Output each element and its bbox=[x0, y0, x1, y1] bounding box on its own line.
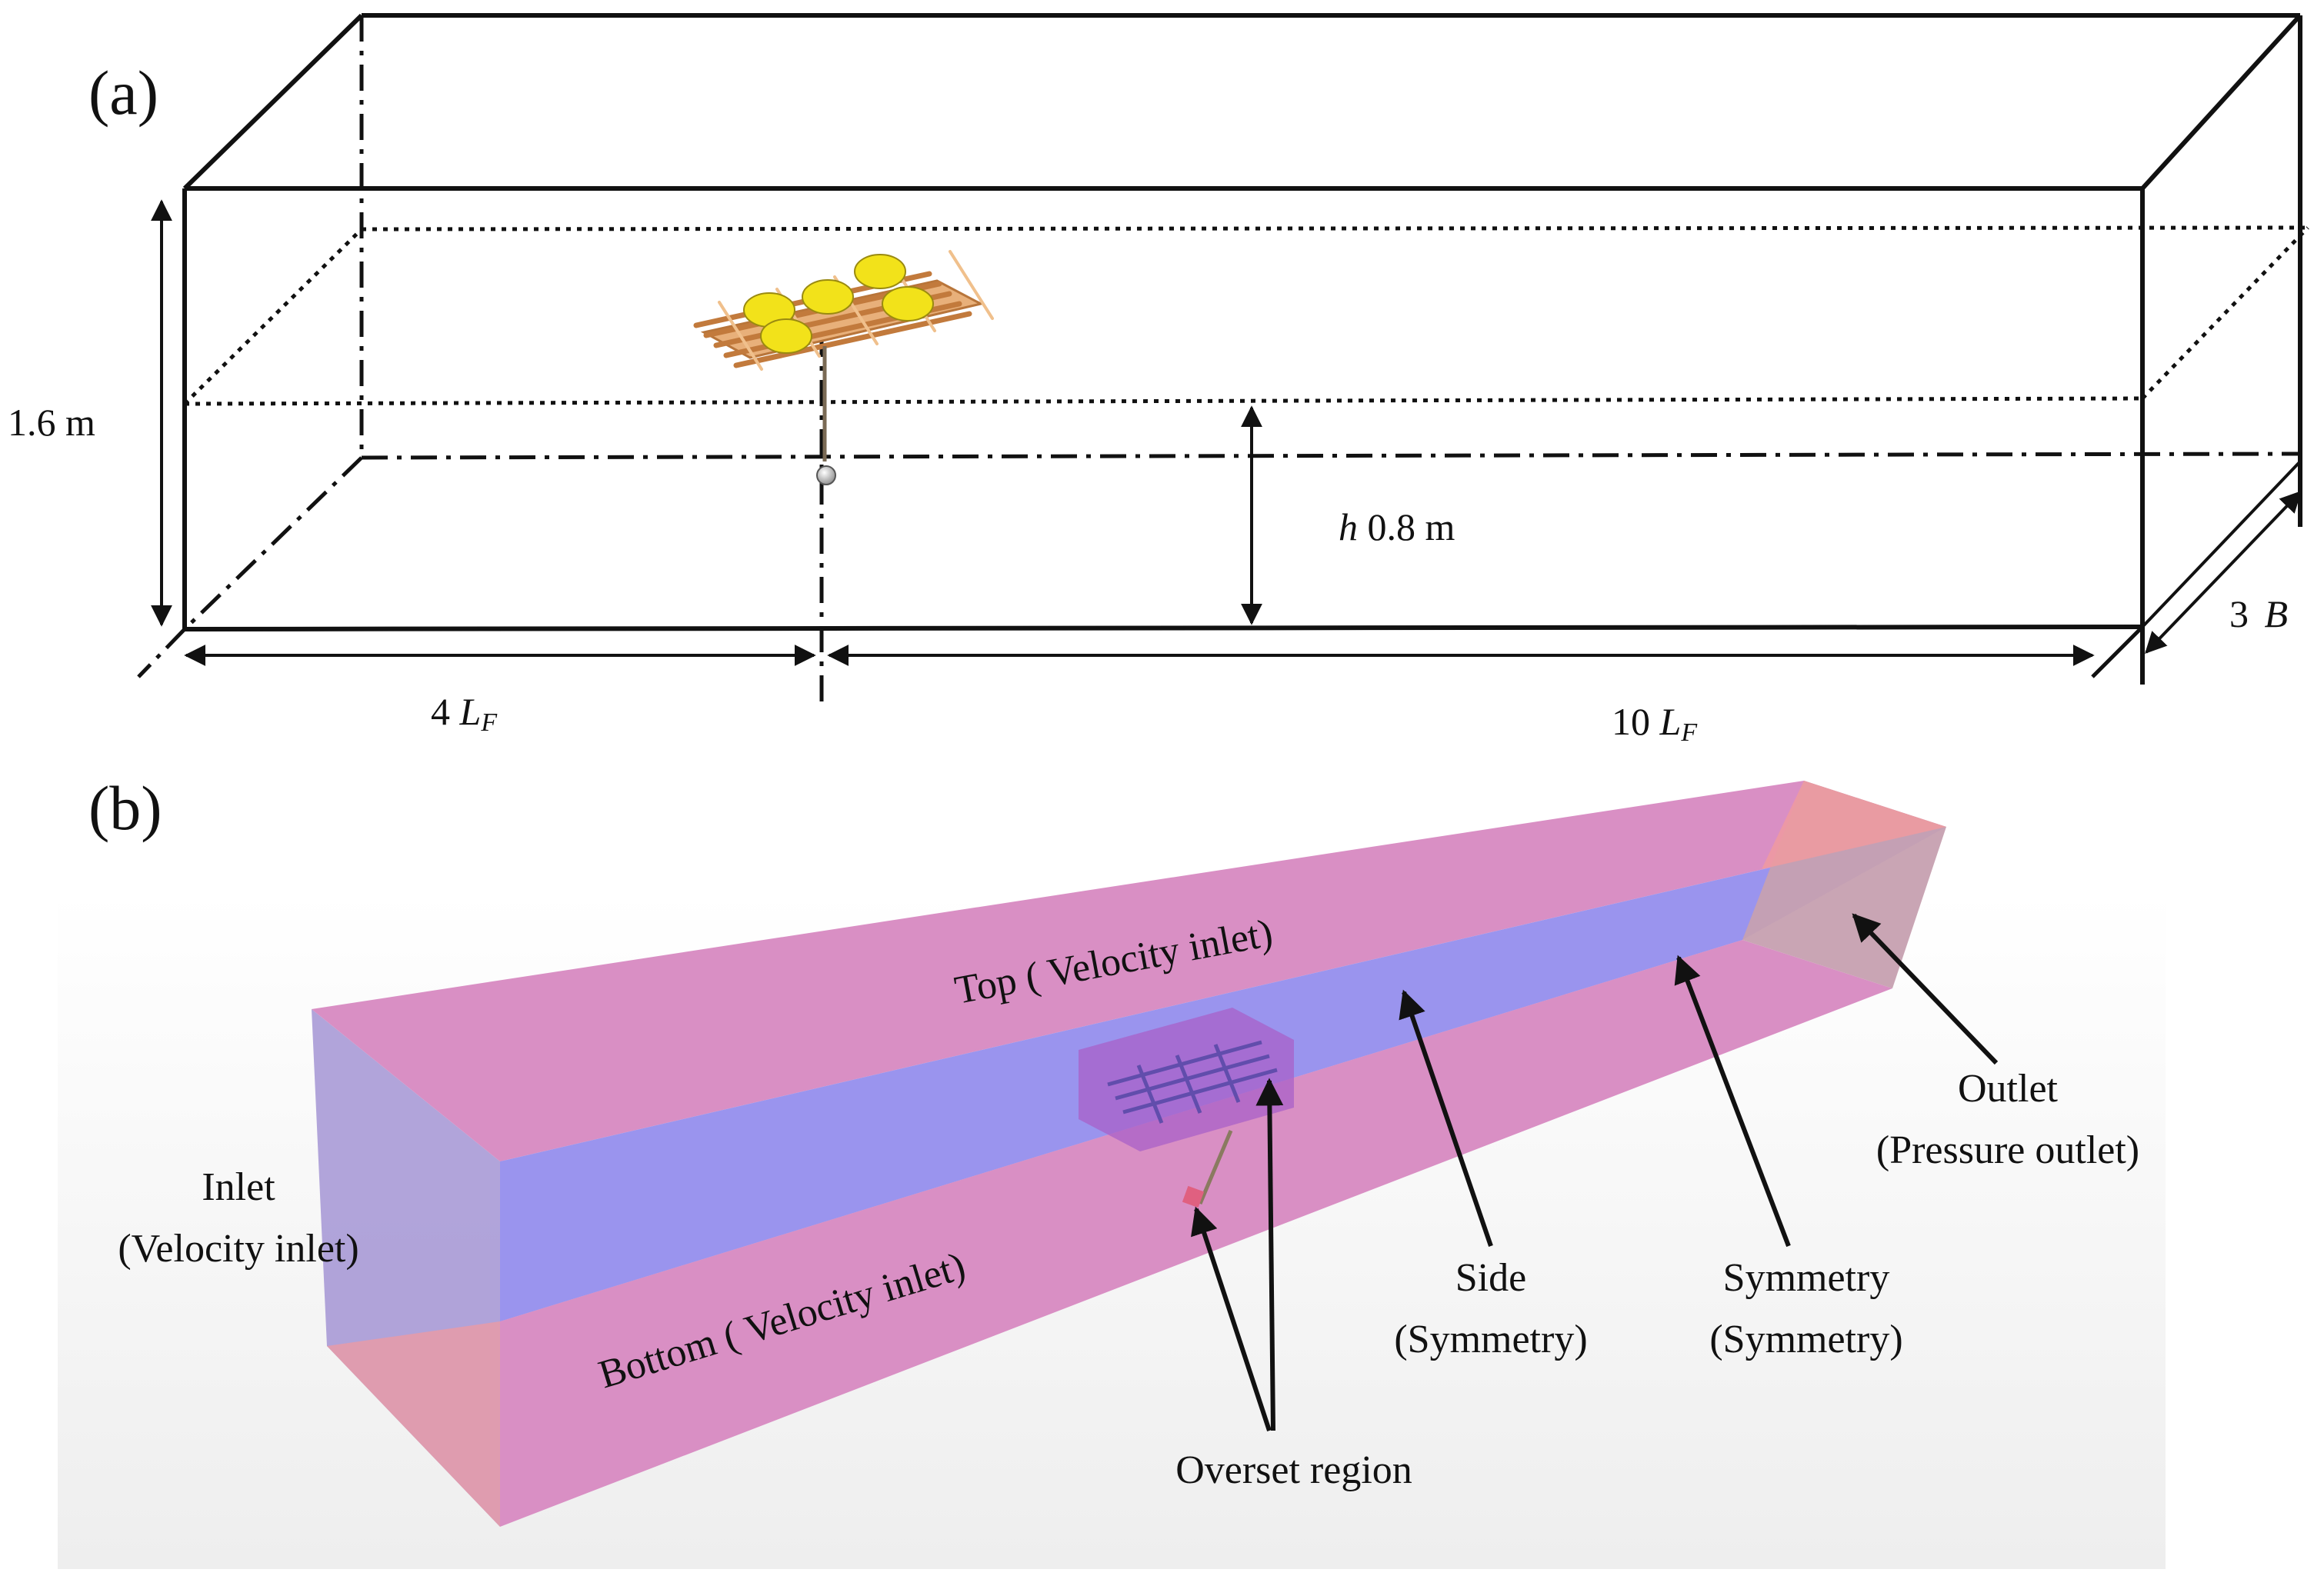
panel-b: (b) Top ( Vel bbox=[58, 773, 2166, 1569]
upstream-length-label: 4 LF bbox=[431, 690, 498, 737]
inlet-label: Inlet bbox=[202, 1165, 275, 1209]
front-bottom-edge bbox=[184, 625, 2143, 631]
downstream-length-label: 10 LF bbox=[1612, 700, 1698, 747]
panel-b-label: (b) bbox=[88, 773, 162, 843]
side-arrow bbox=[1399, 989, 1493, 1247]
symmetry-label: Symmetry bbox=[1723, 1256, 1890, 1300]
water-surface bbox=[183, 225, 2309, 406]
overset-arrow-box-a bbox=[1255, 1078, 1284, 1431]
back-bottom-edge bbox=[361, 451, 2301, 460]
hidden-edges bbox=[137, 15, 2301, 708]
surface-back bbox=[361, 225, 2309, 232]
surface-left bbox=[183, 228, 363, 405]
floating-structure bbox=[693, 250, 994, 485]
buoy-icon bbox=[882, 286, 934, 322]
overset-region bbox=[1079, 1008, 1294, 1208]
buoy-icon bbox=[854, 254, 906, 289]
width-arrow bbox=[2145, 490, 2302, 655]
top-right-depth-edge bbox=[2140, 13, 2302, 191]
inlet-face-lower bbox=[327, 1321, 500, 1527]
side-type-label: (Symmetry) bbox=[1394, 1318, 1587, 1361]
overset-mooring-line bbox=[1198, 1130, 1233, 1204]
overset-arrow-anchor bbox=[1191, 1206, 1272, 1431]
depth-label: h 0.8 m bbox=[1339, 505, 1455, 548]
outlet-label: Outlet bbox=[1958, 1067, 2059, 1111]
buoy-icon bbox=[760, 318, 812, 354]
dimension-arrows bbox=[151, 199, 2302, 678]
inlet-type-label: (Velocity inlet) bbox=[118, 1227, 358, 1271]
buoys bbox=[743, 254, 934, 354]
overset-region-label: Overset region bbox=[1175, 1448, 1412, 1492]
outlet-type-label: (Pressure outlet) bbox=[1876, 1128, 2139, 1172]
side-label: Side bbox=[1455, 1256, 1526, 1300]
panel-a-label: (a) bbox=[88, 58, 158, 128]
outlet-arrow bbox=[1852, 913, 1999, 1065]
callout-arrows bbox=[1191, 913, 1999, 1431]
surface-front bbox=[184, 396, 2143, 406]
height-label: 1.6 m bbox=[8, 401, 95, 444]
outlet-face-top bbox=[1762, 781, 1946, 869]
top-face bbox=[312, 781, 1946, 1161]
panel-a: (a) bbox=[8, 13, 2309, 747]
symmetry-arrow bbox=[1674, 955, 1791, 1248]
anchor-icon bbox=[816, 465, 836, 485]
top-left-depth-edge bbox=[182, 13, 364, 191]
width-label: 3 B bbox=[2229, 592, 2288, 635]
symmetry-type-label: (Symmetry) bbox=[1709, 1318, 1902, 1361]
extension-line bbox=[137, 628, 186, 678]
anchor-block-icon bbox=[1182, 1185, 1205, 1208]
surface-right bbox=[2141, 226, 2309, 400]
tank-box bbox=[182, 13, 2302, 685]
bottom-left-depth-edge bbox=[183, 456, 363, 631]
corner-tick bbox=[2091, 625, 2144, 678]
buoy-icon bbox=[802, 279, 854, 315]
